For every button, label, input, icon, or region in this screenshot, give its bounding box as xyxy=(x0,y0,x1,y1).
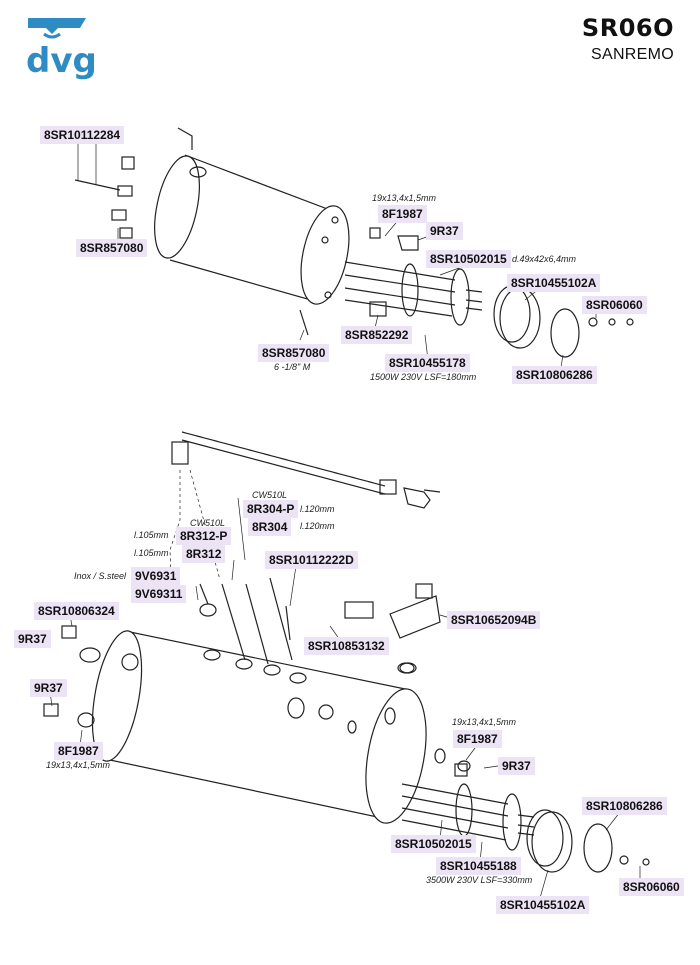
part-label: 8SR10112222D xyxy=(265,551,358,569)
part-label: 8R312 xyxy=(182,545,226,563)
flange-small xyxy=(493,285,634,358)
part-label: 8SR10112284 xyxy=(40,126,125,144)
part-note: 19x13,4x1,5mm xyxy=(46,760,111,770)
part-label: 8SR10652094B xyxy=(447,611,541,629)
part-label: 8SR10502015 xyxy=(426,250,511,268)
brand-name: SANREMO xyxy=(591,46,674,63)
heating-element-small xyxy=(344,261,483,326)
part-note: l.120mm xyxy=(300,504,335,514)
small-boiler xyxy=(154,154,350,305)
part-label: 8SR10806286 xyxy=(512,366,597,384)
part-label: 9R37 xyxy=(30,679,67,697)
part-label: 8SR857080 xyxy=(76,239,148,257)
part-note: 3500W 230V LSF=330mm xyxy=(426,875,533,885)
part-note: 6 -1/8" M xyxy=(274,362,311,372)
part-label: 8F1987 xyxy=(453,730,502,748)
part-label: 8SR10853132 xyxy=(304,637,389,655)
part-label: 8SR10806286 xyxy=(582,797,667,815)
part-label: 8R304-P xyxy=(243,500,299,518)
part-note: 1500W 230V LSF=180mm xyxy=(370,372,477,382)
svg-text:dvg: dvg xyxy=(26,41,97,80)
part-note: Inox / S.steel xyxy=(74,571,127,581)
part-label: 9R37 xyxy=(498,757,535,775)
part-label: 8SR10455102A xyxy=(507,274,601,292)
part-note: d.49x42x6,4mm xyxy=(512,254,577,264)
fittings-large xyxy=(43,431,471,777)
part-label: 9R37 xyxy=(14,630,51,648)
part-note: CW510L xyxy=(252,490,288,500)
part-note: l.105mm xyxy=(134,548,169,558)
part-label: 8R304 xyxy=(248,518,292,536)
part-label: 8SR10502015 xyxy=(391,835,476,853)
part-label: 8SR10806324 xyxy=(34,602,119,620)
part-label: 8F1987 xyxy=(378,205,427,223)
part-label: 8SR857080 xyxy=(258,344,330,362)
part-label: 9V6931 xyxy=(131,567,181,585)
part-label: 9R37 xyxy=(426,222,463,240)
part-label: 8SR06060 xyxy=(619,878,684,896)
part-label: 8SR852292 xyxy=(341,326,413,344)
part-label: 8F1987 xyxy=(54,742,103,760)
part-label: 8SR10455188 xyxy=(436,857,521,875)
part-label: 8SR06060 xyxy=(582,296,647,314)
part-note: 19x13,4x1,5mm xyxy=(372,193,437,203)
part-label: 8R312-P xyxy=(176,527,232,545)
large-boiler xyxy=(91,630,446,824)
flange-large xyxy=(526,809,650,873)
part-note: 19x13,4x1,5mm xyxy=(452,717,517,727)
model-title: SR06O xyxy=(581,14,674,42)
part-label: 9V69311 xyxy=(131,585,187,603)
part-note: l.105mm xyxy=(134,530,169,540)
part-label: 8SR10455102A xyxy=(496,896,590,914)
part-label: 8SR10455178 xyxy=(385,354,470,372)
part-note: CW510L xyxy=(190,518,226,528)
fittings-small xyxy=(74,127,419,336)
part-note: l.120mm xyxy=(300,521,335,531)
probe-guides xyxy=(169,469,221,601)
dvg-logo: dvg xyxy=(26,18,97,80)
